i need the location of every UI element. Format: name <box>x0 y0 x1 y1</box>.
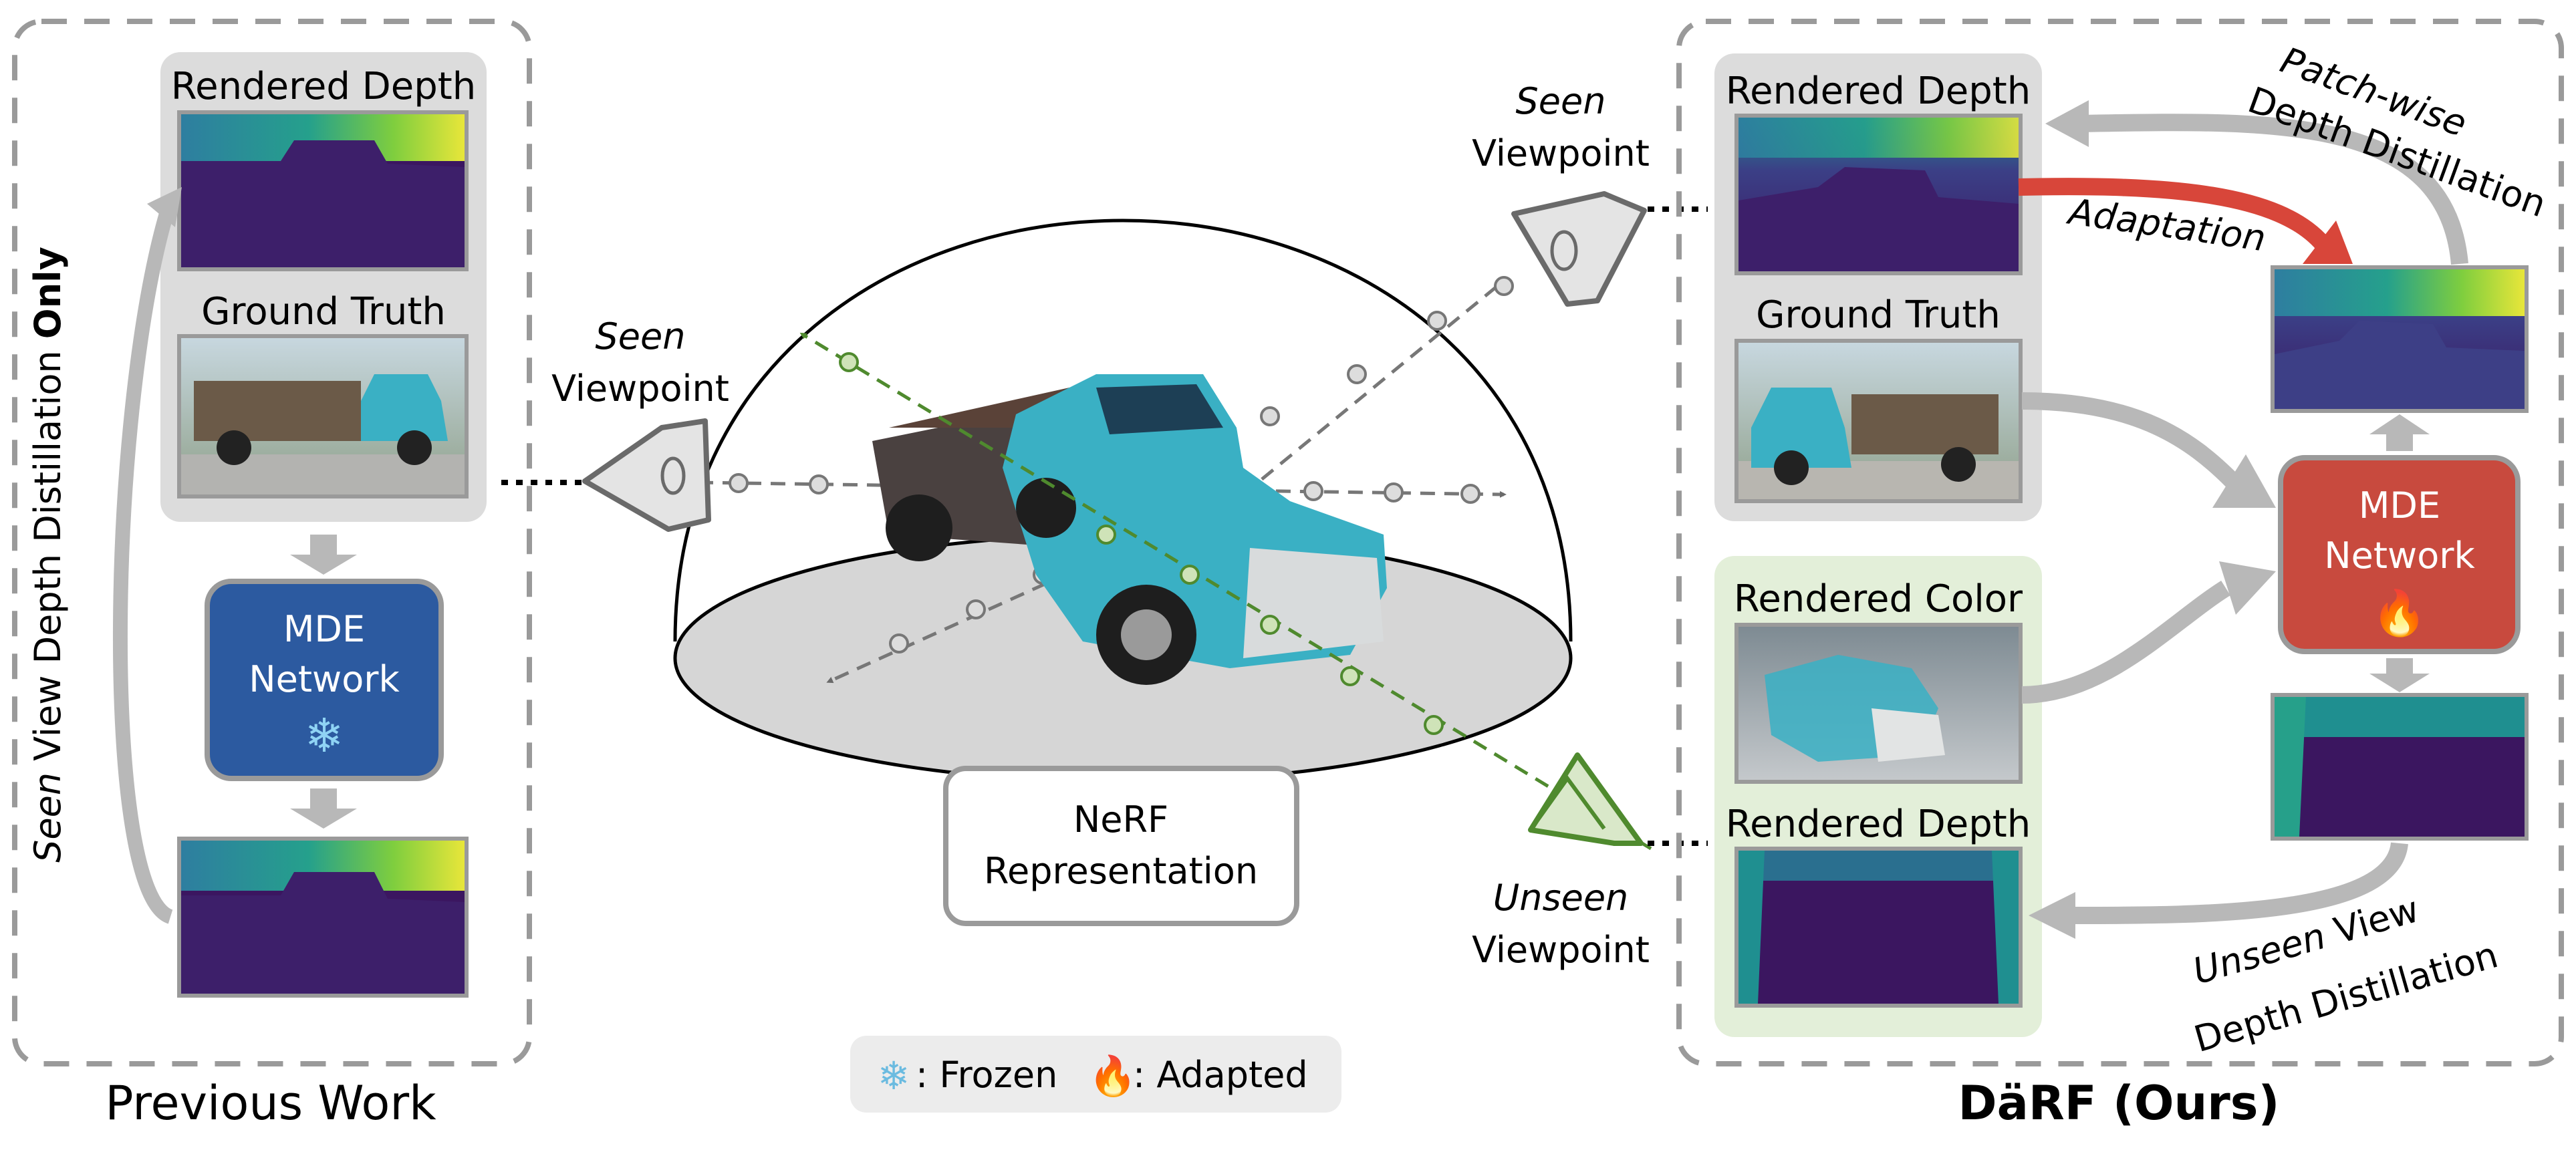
nerf-label-1: NeRF <box>1073 799 1168 841</box>
nerf-scene: Seen Viewpoint Seen Viewpoint Unseen Vie… <box>501 80 1708 1113</box>
adaptation-arrow <box>2018 178 2329 250</box>
left-mde-label-2: Network <box>249 658 400 700</box>
flame-icon: 🔥 <box>2372 587 2427 639</box>
right-mde-label-1: MDE <box>2359 484 2440 527</box>
mde-up-arrow <box>2369 414 2430 451</box>
unseen-camera <box>1528 752 1708 846</box>
previous-work-caption: Previous Work <box>105 1076 436 1131</box>
nerf-label-2: Representation <box>984 850 1258 892</box>
right-ground-truth-label: Ground Truth <box>1756 293 2001 337</box>
darf-panel: Rendered Depth Ground Truth Rendered Col… <box>1676 19 2564 1131</box>
right-mde-network-box: MDE Network 🔥 <box>2278 455 2521 654</box>
right-mde-label-2: Network <box>2324 535 2475 577</box>
right-bottom-output-depth-image <box>2271 693 2529 841</box>
right-rendered-depth-bottom-image <box>1734 847 2023 1008</box>
right-rendered-color-label: Rendered Color <box>1734 577 2023 621</box>
left-mde-label-1: MDE <box>283 608 365 650</box>
left-rendered-depth-image <box>177 110 469 271</box>
patch-wise-arrow <box>2078 114 2468 265</box>
left-down-arrow-2 <box>290 788 357 829</box>
nerf-representation-box: NeRF Representation <box>943 766 1299 926</box>
color-to-mde-arrow <box>2021 580 2230 704</box>
left-output-depth-image <box>177 837 469 998</box>
mde-down-arrow <box>2369 658 2430 692</box>
left-mde-network-box: MDE Network ❄ <box>205 579 444 781</box>
previous-work-panel: Rendered Depth Ground Truth MDE Network … <box>12 19 532 1131</box>
unseen-distillation-arrow <box>2071 841 2408 924</box>
gt-to-mde-arrow <box>2021 392 2239 488</box>
left-ground-truth-image <box>177 334 469 498</box>
left-rendered-depth-label: Rendered Depth <box>171 65 477 108</box>
seen-viewpoint-right-label-2: Viewpoint <box>1472 132 1650 174</box>
seen-viewpoint-right-label-1: Seen <box>1516 80 1606 122</box>
seen-camera-right <box>1511 191 1708 307</box>
unseen-viewpoint-label-2: Viewpoint <box>1472 929 1650 971</box>
legend-frozen-label: : Frozen <box>916 1054 1057 1096</box>
seen-viewpoint-left-label-1: Seen <box>596 315 686 357</box>
legend-flame-icon: 🔥 <box>1089 1053 1137 1099</box>
legend: ❄ : Frozen 🔥 : Adapted <box>850 1036 1341 1113</box>
right-rendered-depth-bottom-label: Rendered Depth <box>1726 803 2031 846</box>
legend-adapted-label: : Adapted <box>1133 1054 1308 1096</box>
left-feedback-arrow <box>112 198 178 924</box>
right-rendered-depth-top-image <box>1734 114 2023 275</box>
legend-snowflake-icon: ❄ <box>878 1053 910 1099</box>
left-vertical-label: Seen View Depth Distillation Only <box>27 247 69 863</box>
right-rendered-color-image <box>1734 623 2023 784</box>
right-ground-truth-image <box>1734 339 2023 503</box>
unseen-viewpoint-label-1: Unseen <box>1493 877 1629 919</box>
left-ground-truth-label: Ground Truth <box>201 290 446 333</box>
truck-illustration <box>872 374 1387 685</box>
snowflake-icon: ❄ <box>305 708 344 763</box>
left-down-arrow-1 <box>290 535 357 575</box>
right-top-output-depth-image <box>2271 265 2529 413</box>
seen-viewpoint-left-label-2: Viewpoint <box>551 368 729 410</box>
seen-camera-left <box>501 418 711 532</box>
darf-caption: DäRF (Ours) <box>1958 1076 2280 1131</box>
right-rendered-depth-top-label: Rendered Depth <box>1726 69 2031 113</box>
